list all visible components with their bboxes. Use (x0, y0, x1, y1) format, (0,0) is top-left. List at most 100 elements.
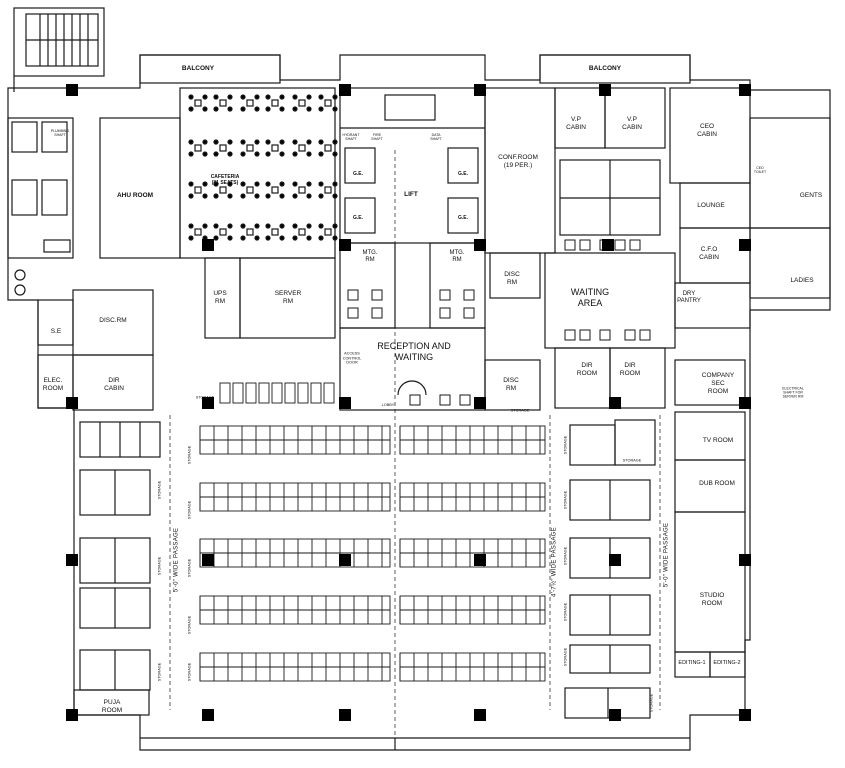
cafeteria-seat (254, 223, 260, 229)
server-room-label: SERVER RM (274, 290, 302, 305)
disc-room-mid-label: DISC RM (503, 377, 519, 392)
cafeteria-seat (227, 106, 233, 112)
cafeteria-table (324, 99, 332, 107)
dir-room-right (609, 347, 666, 409)
cafeteria-table (324, 186, 332, 194)
cafeteria-seat (306, 106, 312, 112)
cafeteria-seat (265, 139, 271, 145)
structural-column (474, 554, 486, 566)
cafeteria-table (219, 186, 227, 194)
access-control-label: ACCESS CONTROL DOOR (342, 351, 362, 365)
cafeteria-table (246, 186, 254, 194)
cafeteria-seat (213, 235, 219, 241)
cafeteria-seat (332, 193, 338, 199)
structural-column (202, 239, 214, 251)
cafeteria-seat (279, 94, 285, 100)
ladies (749, 227, 831, 299)
workstation (245, 382, 257, 404)
cafeteria-seat (318, 223, 324, 229)
workstation (323, 382, 335, 404)
structural-column (202, 397, 214, 409)
workstation (297, 382, 309, 404)
cafeteria-seat (202, 139, 208, 145)
cafeteria-seat (332, 106, 338, 112)
cafeteria-table (246, 228, 254, 236)
cafeteria-seat (202, 106, 208, 112)
workstation (232, 382, 244, 404)
passage-left-label: 5'-0" WIDE PASSAGE (173, 527, 180, 593)
cafeteria-table (271, 228, 279, 236)
cafeteria-seat (306, 139, 312, 145)
storage-label: STORAGE (187, 662, 192, 682)
cafeteria-seat (240, 193, 246, 199)
cafeteria-seat (292, 151, 298, 157)
cafeteria-seat (318, 193, 324, 199)
reception-label: RECEPTION AND WAITING (377, 341, 451, 362)
cafeteria-seat (240, 181, 246, 187)
cafeteria-seat (254, 94, 260, 100)
cafeteria-seat (240, 151, 246, 157)
storage-label: STORAGE (649, 693, 654, 713)
cafeteria-seat (306, 235, 312, 241)
workstation (271, 382, 283, 404)
mtg-room-right-label: MTG. RM (449, 250, 465, 263)
cafeteria-seat (279, 223, 285, 229)
cafeteria-table (194, 99, 202, 107)
cafeteria-seat (292, 106, 298, 112)
cafeteria-table (298, 228, 306, 236)
outer-wall (7, 54, 831, 751)
structural-column (339, 239, 351, 251)
workstation-rows (199, 382, 546, 682)
tv-room-label: TV ROOM (702, 437, 734, 444)
data-shaft-label: DATA SHAFT (430, 132, 442, 141)
lift-label: LIFT (404, 191, 418, 198)
cafeteria-seat (188, 181, 194, 187)
ladies-label: LADIES (790, 277, 814, 284)
cafeteria-seat (227, 94, 233, 100)
storage-label: STORAGE (563, 546, 568, 566)
cafeteria-seat (318, 235, 324, 241)
cafeteria-table (324, 144, 332, 152)
cafeteria-table (271, 144, 279, 152)
dub-room-label: DUB ROOM (699, 480, 735, 487)
cafeteria-seat (265, 193, 271, 199)
storage-label: STORAGE (157, 480, 162, 500)
cafeteria-seat (318, 151, 324, 157)
structural-column (609, 554, 621, 566)
ge-label-2: G.E. (457, 171, 469, 177)
cafeteria-seat (227, 223, 233, 229)
server-room (239, 257, 336, 339)
storage-label: STORAGE (187, 558, 192, 578)
dry-pantry (674, 282, 751, 329)
cafeteria-seat (188, 151, 194, 157)
cafeteria-seat (254, 106, 260, 112)
cafeteria-seat (332, 94, 338, 100)
cafeteria-seat (292, 94, 298, 100)
cafeteria-table (271, 186, 279, 194)
elec-room-label: ELEC. ROOM (42, 377, 64, 392)
cafeteria-seat (240, 139, 246, 145)
cafeteria-seat (265, 106, 271, 112)
cafeteria-seat (188, 193, 194, 199)
structural-column (474, 239, 486, 251)
ceo-toilet-label: CEO TOILET (753, 165, 767, 174)
cafeteria-seat (265, 235, 271, 241)
cafeteria-seat (254, 181, 260, 187)
ceo-cabin-label: CEO CABIN (697, 123, 717, 138)
cafeteria-seat (240, 235, 246, 241)
workstation (219, 382, 231, 404)
cafeteria-seat (202, 181, 208, 187)
cafeteria-seat (306, 223, 312, 229)
structural-column (66, 554, 78, 566)
lounge-label: LOUNGE (697, 202, 725, 209)
cafeteria-seat (202, 193, 208, 199)
cafeteria-seat (240, 223, 246, 229)
lobby-label: LOBBY (381, 403, 395, 407)
cafeteria-seat (227, 181, 233, 187)
structural-column (739, 554, 751, 566)
cafeteria-seat (279, 139, 285, 145)
balcony-right (539, 54, 691, 84)
plumbing-shaft-label: PLUMBING SHAFT (50, 128, 70, 137)
cafeteria-seat (265, 223, 271, 229)
cafeteria-seat (306, 151, 312, 157)
